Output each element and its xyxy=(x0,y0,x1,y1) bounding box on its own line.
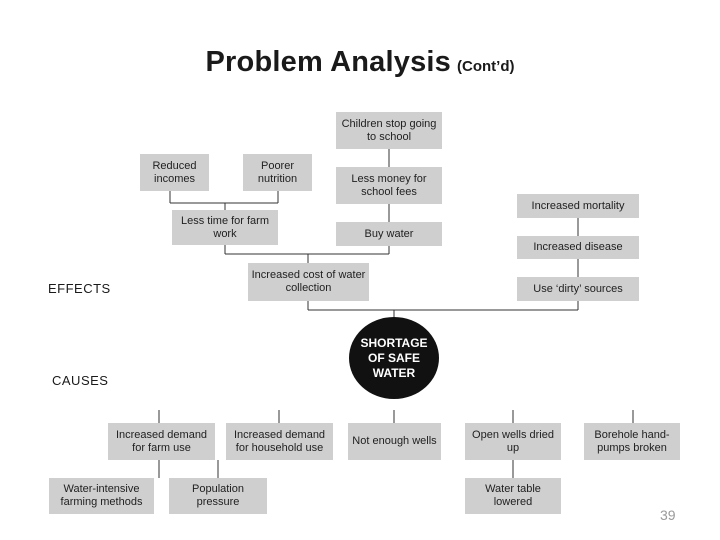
effect-box-less-money: Less money for school fees xyxy=(336,167,442,204)
effect-box-increased-mortality: Increased mortality xyxy=(517,194,639,218)
core-problem-line-3: WATER xyxy=(372,365,416,380)
causes-label: CAUSES xyxy=(52,373,109,388)
effect-box-children-stop: Children stop going to school xyxy=(336,112,442,149)
effects-label: EFFECTS xyxy=(48,281,111,296)
effect-box-less-time: Less time for farm work xyxy=(172,210,278,245)
effect-box-increased-disease: Increased disease xyxy=(517,236,639,259)
effect-box-poorer-nutrition: Poorer nutrition xyxy=(243,154,312,191)
core-problem-circle: SHORTAGE OF SAFE WATER xyxy=(349,317,439,399)
cause-box-not-enough-wells: Not enough wells xyxy=(348,423,441,460)
core-problem-line-1: SHORTAGE xyxy=(360,335,428,350)
slide-title-row: Problem Analysis (Cont’d) xyxy=(0,46,720,79)
cause-box-water-intensive: Water-intensive farming methods xyxy=(49,478,154,514)
cause-box-wells-dried: Open wells dried up xyxy=(465,423,561,460)
page-number: 39 xyxy=(660,507,676,523)
cause-box-water-table: Water table lowered xyxy=(465,478,561,514)
effect-box-reduced-incomes: Reduced incomes xyxy=(140,154,209,191)
cause-box-demand-household: Increased demand for household use xyxy=(226,423,333,460)
slide-subtitle: (Cont’d) xyxy=(457,58,515,75)
slide-title: Problem Analysis xyxy=(205,46,451,78)
effect-box-increased-cost: Increased cost of water collection xyxy=(248,263,369,301)
cause-box-borehole: Borehole hand-pumps broken xyxy=(584,423,680,460)
cause-box-demand-farm: Increased demand for farm use xyxy=(108,423,215,460)
effect-box-dirty-sources: Use ‘dirty’ sources xyxy=(517,277,639,301)
core-problem-line-2: OF SAFE xyxy=(367,350,420,365)
cause-box-population: Population pressure xyxy=(169,478,267,514)
effect-box-buy-water: Buy water xyxy=(336,222,442,246)
